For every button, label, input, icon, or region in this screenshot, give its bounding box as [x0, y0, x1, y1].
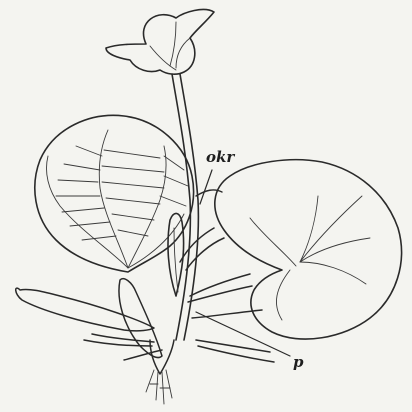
label-okr: okr	[206, 150, 234, 165]
label-p: p	[293, 355, 304, 370]
